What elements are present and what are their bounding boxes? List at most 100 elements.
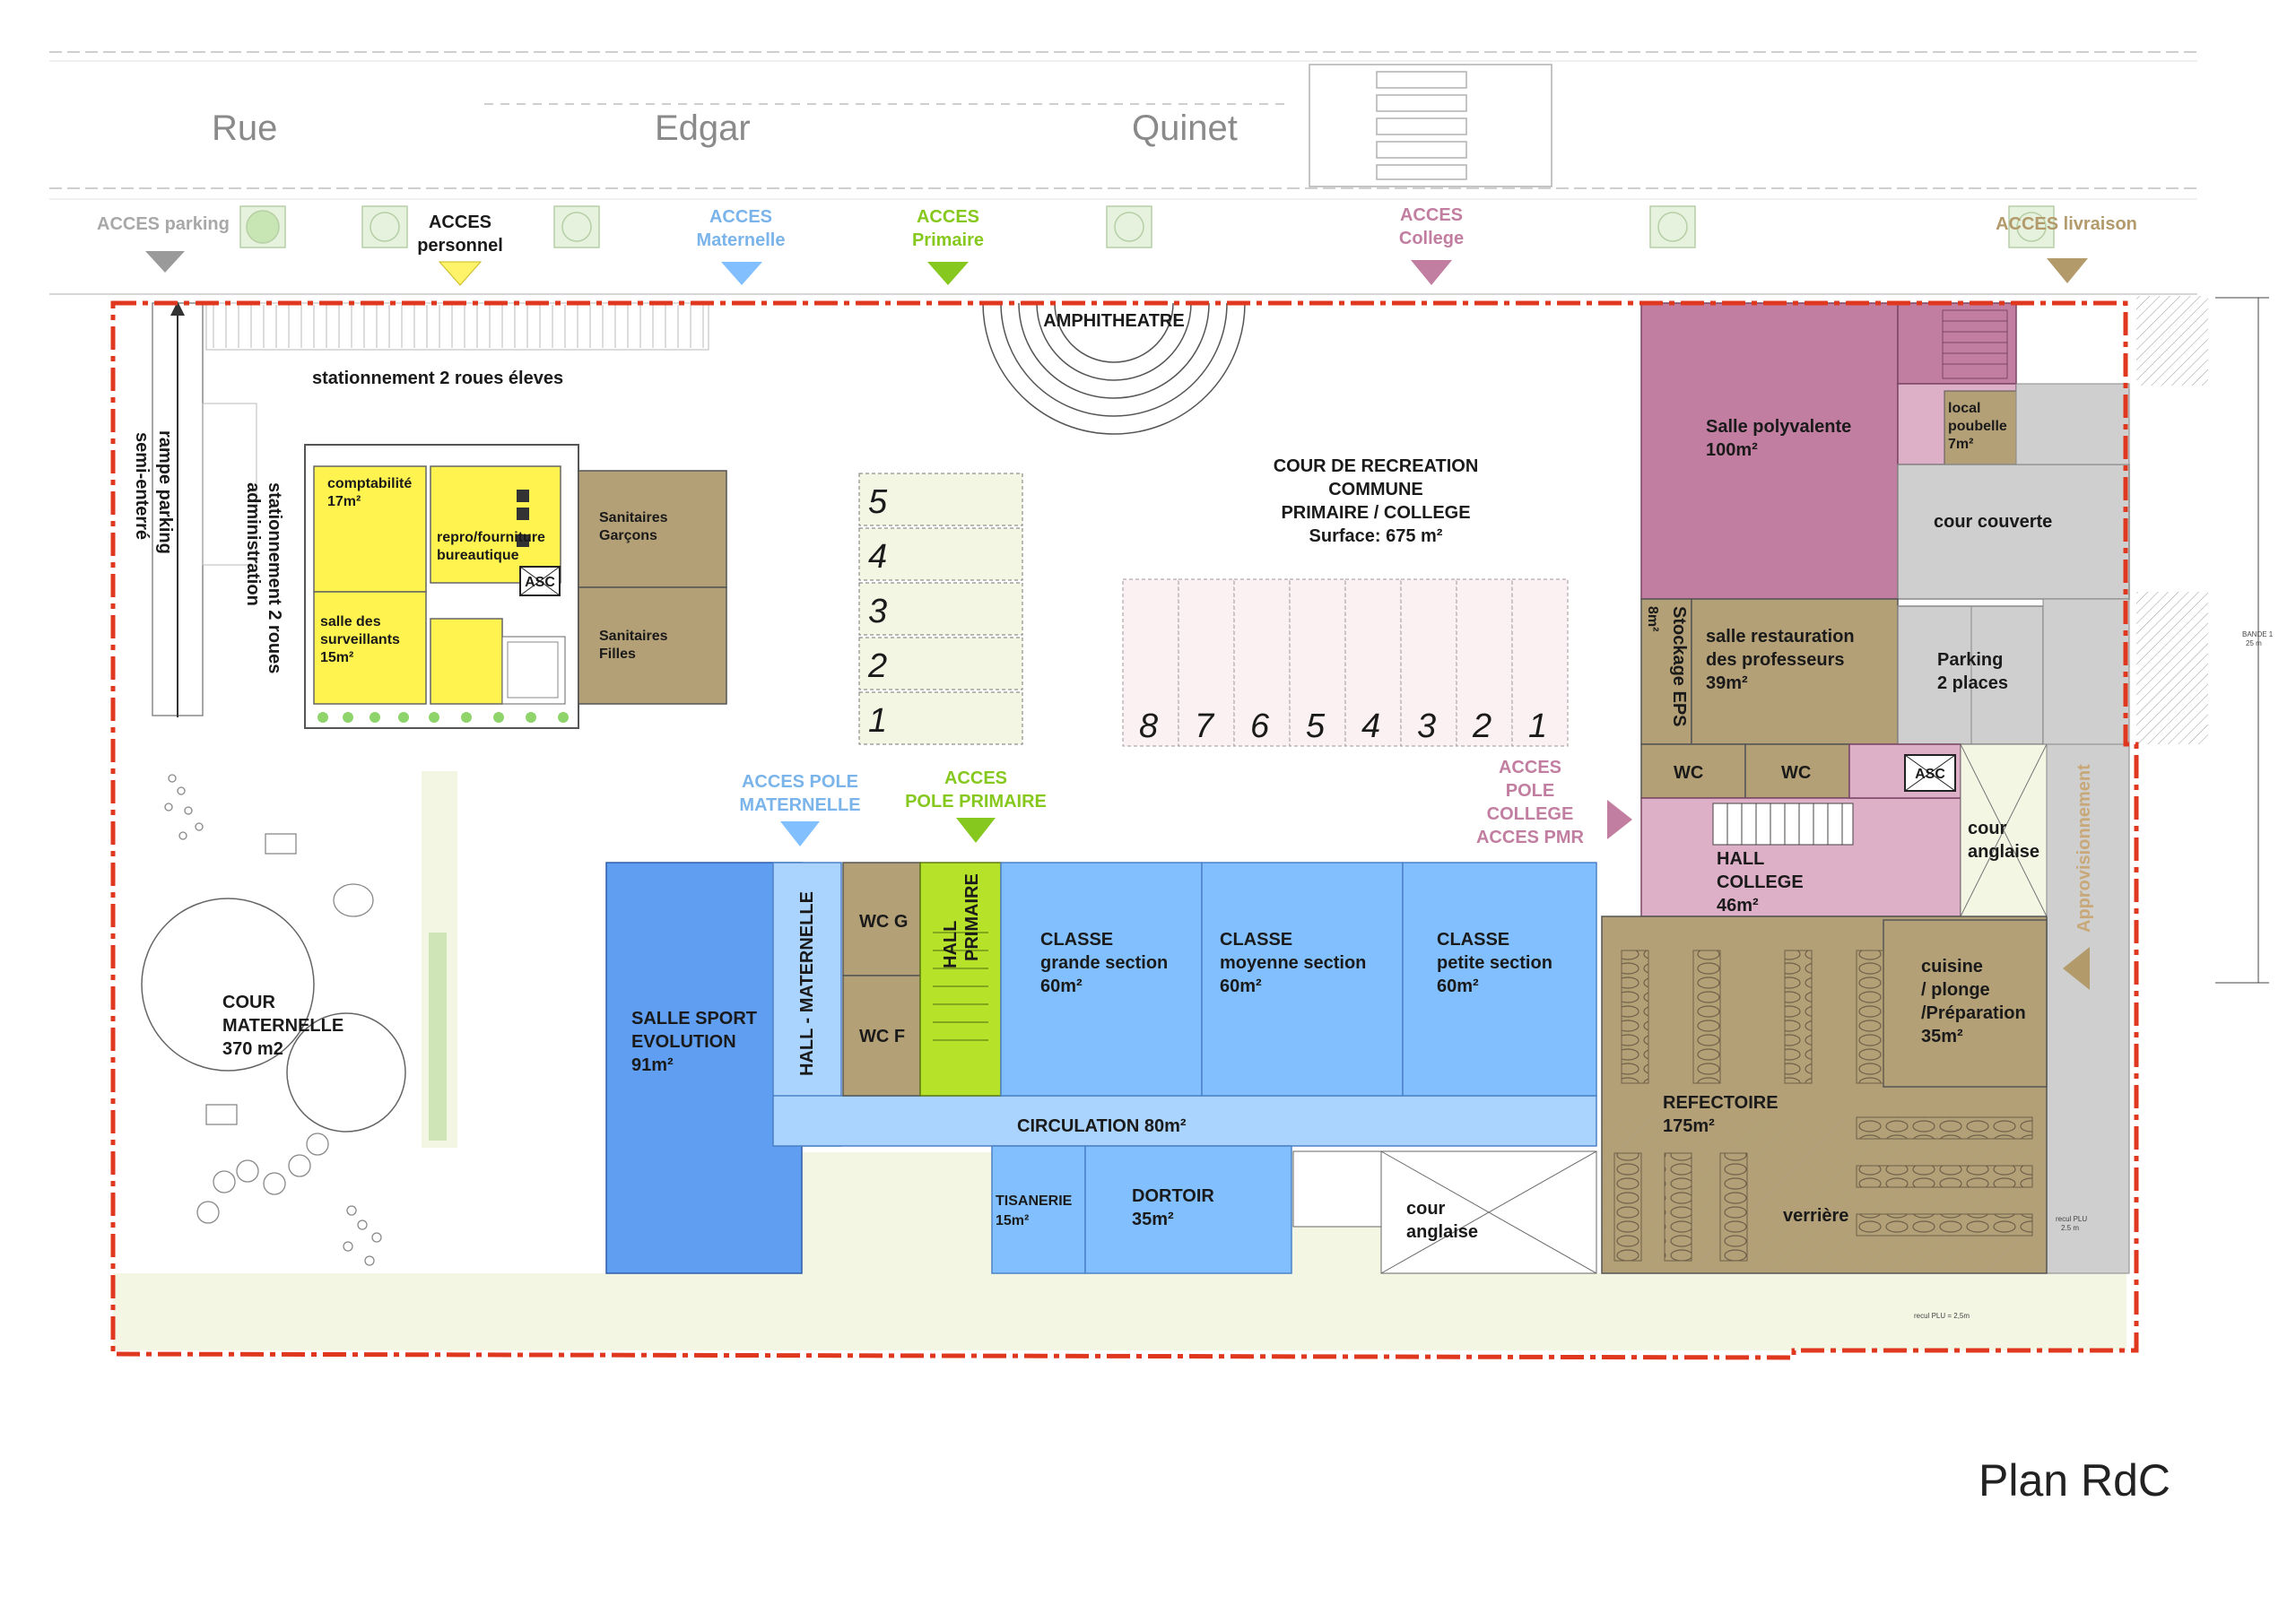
row-number: 8	[1139, 707, 1158, 745]
svg-text:semi-enterré: semi-enterré	[132, 432, 152, 540]
amphitheatre-label: AMPHITHEATRE	[1043, 311, 1184, 331]
svg-text:ACCES POLE: ACCES POLE	[742, 772, 858, 792]
svg-text:Filles: Filles	[599, 647, 636, 662]
room-classe-gs[interactable]	[1000, 862, 1203, 1097]
svg-text:7m²: 7m²	[1948, 437, 1973, 452]
svg-text:personnel: personnel	[417, 236, 503, 256]
row-number: 6	[1250, 707, 1270, 745]
approvisionnement-lane	[2046, 743, 2130, 1274]
svg-text:CLASSE: CLASSE	[1220, 930, 1292, 950]
svg-text:46m²: 46m²	[1717, 896, 1759, 916]
svg-text:100m²: 100m²	[1706, 440, 1758, 460]
svg-text:Sanitaires: Sanitaires	[599, 629, 668, 644]
svg-text:rampe parking: rampe parking	[155, 430, 175, 554]
svg-text:salle restauration: salle restauration	[1706, 627, 1855, 647]
room-local-poubelle-beige	[1944, 390, 2017, 465]
room-dortoir[interactable]	[1084, 1145, 1292, 1274]
svg-text:2 places: 2 places	[1937, 673, 2008, 693]
svg-text:60m²: 60m²	[1040, 976, 1083, 996]
livraison-arrow-icon	[2047, 258, 2088, 283]
primaire-arrow-icon	[927, 262, 969, 285]
row-cell	[1344, 578, 1402, 747]
svg-text:370 m2: 370 m2	[222, 1039, 283, 1059]
svg-text:TISANERIE: TISANERIE	[996, 1193, 1073, 1209]
room-sanitaires-filles[interactable]	[578, 586, 727, 705]
row-number: 5	[1306, 707, 1326, 745]
svg-text:2.5 m: 2.5 m	[2061, 1224, 2079, 1232]
street-name-rue: Rue	[212, 108, 277, 148]
svg-text:CLASSE: CLASSE	[1040, 930, 1113, 950]
svg-text:ACCES livraison: ACCES livraison	[1996, 214, 2137, 234]
room-surveillants[interactable]	[313, 591, 427, 705]
maternelle-arrow-icon	[721, 262, 762, 285]
college-block: ASC Approvisionnement Salle polyvalente …	[1601, 302, 2130, 1274]
svg-text:comptabilité: comptabilité	[327, 476, 412, 491]
refectoire-tables	[1613, 950, 2033, 1262]
svg-text:cour: cour	[1406, 1199, 1446, 1219]
row-cell	[1178, 578, 1235, 747]
room-salle-sport[interactable]	[605, 862, 803, 1274]
room-wc-f[interactable]	[842, 975, 921, 1097]
stack-number: 4	[868, 538, 887, 576]
admin-shrubs	[317, 712, 569, 723]
svg-text:ACCES PMR: ACCES PMR	[1476, 828, 1585, 847]
svg-text:60m²: 60m²	[1437, 976, 1479, 996]
room-cuisine[interactable]	[1883, 919, 2048, 1088]
svg-text:ACCES: ACCES	[1400, 205, 1463, 225]
room-wc-college-1[interactable]	[1640, 743, 1746, 799]
hedge-cour-maternelle	[429, 933, 447, 1141]
svg-text:COUR: COUR	[222, 993, 275, 1012]
personnel-arrow-icon	[438, 261, 483, 286]
room-classe-ms[interactable]	[1201, 862, 1404, 1097]
row-number: 7	[1195, 707, 1215, 745]
svg-text:17m²: 17m²	[327, 494, 361, 509]
svg-text:WC G: WC G	[859, 912, 908, 932]
cour-maternelle: COUR MATERNELLE 370 m2	[141, 774, 406, 1266]
svg-text:35m²: 35m²	[1132, 1210, 1174, 1229]
room-hall-primaire[interactable]	[919, 862, 1002, 1097]
room-cour-couverte[interactable]	[1897, 464, 2130, 600]
street-band: Rue Edgar Quinet	[49, 51, 2197, 295]
svg-text:moyenne section: moyenne section	[1220, 953, 1366, 973]
svg-text:60m²: 60m²	[1220, 976, 1262, 996]
svg-text:SALLE SPORT: SALLE SPORT	[631, 1009, 757, 1028]
admin-block: ASC comptabilité 17m² repro/fourniture b…	[304, 444, 579, 729]
stack-cell	[858, 691, 1023, 745]
svg-text:ACCES: ACCES	[429, 213, 491, 232]
svg-text:grande section: grande section	[1040, 953, 1168, 973]
svg-text:HALL: HALL	[1717, 849, 1764, 869]
room-salle-polyvalente[interactable]	[1640, 302, 1899, 600]
room-circulation[interactable]	[772, 1095, 1597, 1147]
svg-text:anglaise: anglaise	[1406, 1222, 1478, 1242]
svg-text:Maternelle: Maternelle	[697, 230, 786, 250]
svg-text:/Préparation: /Préparation	[1921, 1003, 2026, 1023]
svg-text:POLE: POLE	[1506, 781, 1554, 801]
svg-text:ACCES: ACCES	[917, 207, 979, 227]
access-pole-primaire: ACCES POLE PRIMAIRE	[905, 768, 1047, 843]
svg-text:COLLEGE: COLLEGE	[1487, 804, 1574, 824]
room-admin-lower[interactable]	[430, 618, 503, 705]
svg-text:ASC: ASC	[1915, 767, 1945, 782]
room-wc-college-2[interactable]	[1744, 743, 1850, 799]
site-boundary	[110, 300, 2139, 1360]
svg-text:ASC: ASC	[525, 575, 555, 590]
stack-cell	[858, 473, 1023, 526]
row-number: 2	[1472, 707, 1492, 745]
rampe-parking: rampe parking semi-enterré	[132, 301, 204, 717]
svg-text:8m²: 8m²	[1645, 606, 1660, 631]
room-classe-ps[interactable]	[1402, 862, 1597, 1097]
svg-text:Garçons: Garçons	[599, 528, 657, 543]
room-restauration-profs[interactable]	[1691, 598, 1899, 745]
stack-number: 1	[868, 702, 887, 740]
svg-text:anglaise: anglaise	[1968, 842, 2039, 862]
svg-text:WC F: WC F	[859, 1027, 905, 1046]
svg-text:repro/fourniture: repro/fourniture	[437, 530, 545, 545]
room-tisanerie[interactable]	[991, 1145, 1086, 1274]
svg-text:15m²: 15m²	[996, 1213, 1029, 1228]
svg-text:175m²: 175m²	[1663, 1116, 1715, 1136]
stairs-circulation	[1292, 1150, 1382, 1228]
room-repro[interactable]	[430, 465, 561, 584]
garden-strip	[113, 1273, 2126, 1350]
svg-text:WC: WC	[1781, 763, 1811, 783]
